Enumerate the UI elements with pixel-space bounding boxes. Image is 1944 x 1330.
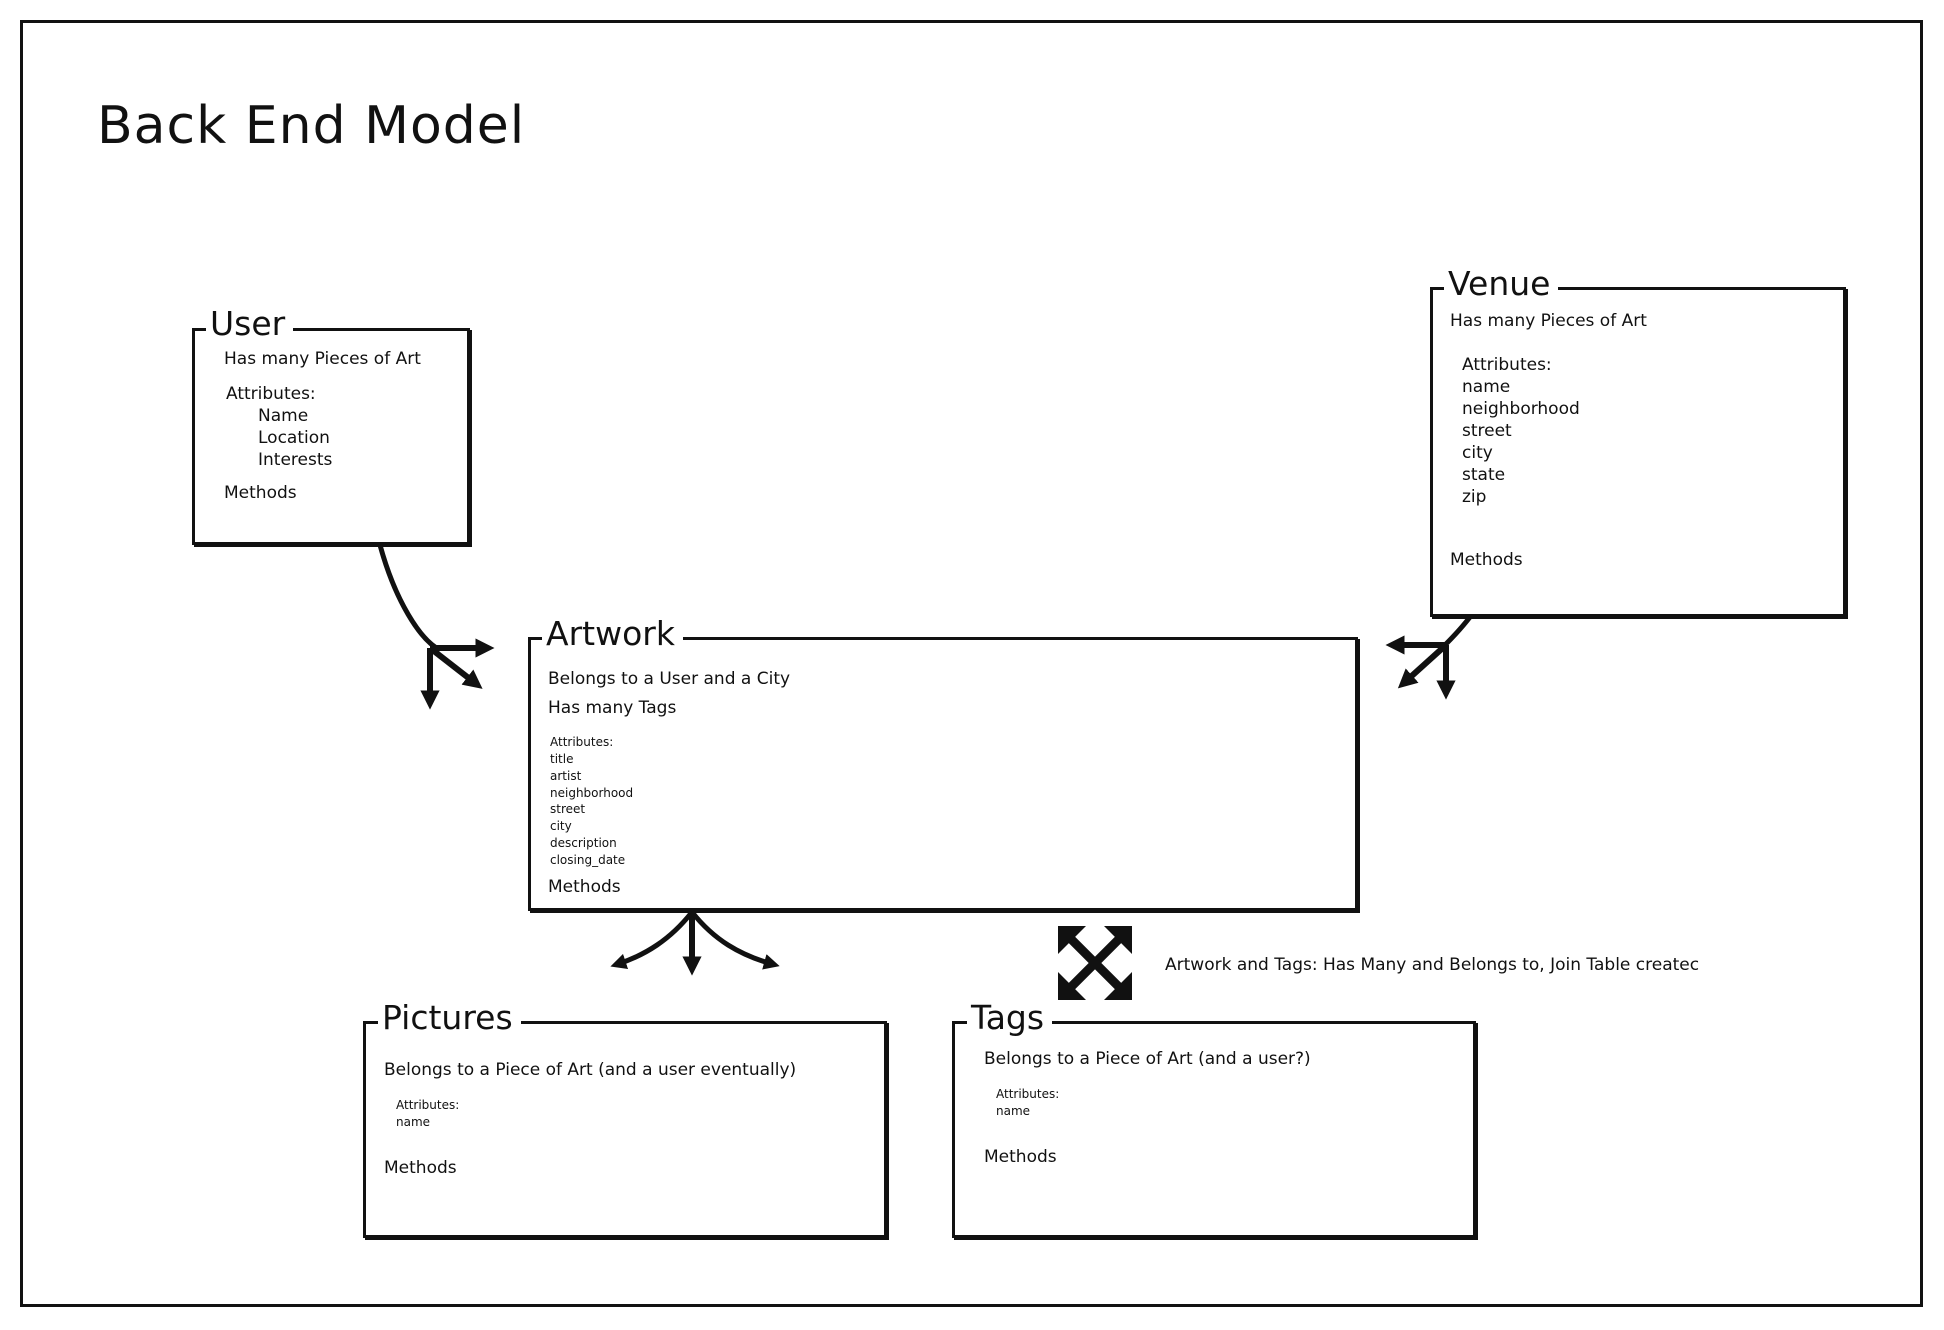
user-attribute: Location xyxy=(258,428,330,448)
venue-to-artwork-arrow xyxy=(1443,615,1472,647)
artwork-relation: Belongs to a User and a City xyxy=(548,669,791,689)
venue-attribute: city xyxy=(1462,443,1493,463)
tags-attribute: name xyxy=(996,1104,1031,1118)
user-box-title: User xyxy=(206,306,294,342)
artwork-attribute: artist xyxy=(550,768,582,783)
user-attribute: Interests xyxy=(258,450,333,470)
artwork-attribute: street xyxy=(550,802,586,817)
artwork-methods-label: Methods xyxy=(548,877,621,897)
artwork-box-title: Artwork xyxy=(542,616,683,652)
pictures-methods-label: Methods xyxy=(384,1158,457,1178)
tags-box-title: Tags xyxy=(967,1000,1053,1036)
venue-box-title: Venue xyxy=(1444,266,1559,302)
venue-attribute: street xyxy=(1462,421,1512,441)
venue-methods-label: Methods xyxy=(1450,550,1523,570)
user-relation: Has many Pieces of Art xyxy=(224,349,421,369)
venue-attributes-label: Attributes: xyxy=(1462,355,1552,375)
user-methods-label: Methods xyxy=(224,483,297,503)
user-box xyxy=(192,328,470,545)
artwork-attribute: closing_date xyxy=(550,852,626,867)
branch-arrow-icon xyxy=(1385,635,1456,700)
user-attribute: Name xyxy=(258,406,309,426)
artwork-attribute: city xyxy=(550,819,572,834)
venue-box xyxy=(1430,287,1846,617)
tags-box xyxy=(952,1021,1476,1238)
three-way-arrow-icon xyxy=(610,910,780,976)
pictures-box-title: Pictures xyxy=(378,1000,521,1036)
venue-attribute: neighborhood xyxy=(1462,399,1580,419)
venue-attribute: name xyxy=(1462,377,1511,397)
join-table-note: Artwork and Tags: Has Many and Belongs t… xyxy=(1165,955,1700,975)
artwork-attribute: description xyxy=(550,835,617,850)
venue-attribute: state xyxy=(1462,465,1506,485)
pictures-box xyxy=(363,1021,887,1238)
expand-arrows-icon xyxy=(1058,926,1132,1000)
pictures-attribute-list: name xyxy=(396,1114,430,1131)
artwork-box xyxy=(528,637,1358,911)
tags-methods-label: Methods xyxy=(984,1147,1057,1167)
venue-relation: Has many Pieces of Art xyxy=(1450,311,1647,331)
venue-attribute-list: name neighborhood street city state zip xyxy=(1462,376,1580,508)
artwork-attributes-label: Attributes: xyxy=(550,735,614,749)
tags-attributes-label: Attributes: xyxy=(996,1087,1060,1101)
pictures-attributes-label: Attributes: xyxy=(396,1098,460,1112)
artwork-attribute: neighborhood xyxy=(550,785,634,800)
page-title: Back End Model xyxy=(97,96,526,156)
artwork-relation-2: Has many Tags xyxy=(548,698,677,718)
venue-attribute: zip xyxy=(1462,487,1487,507)
artwork-attribute-list: title artist neighborhood street city de… xyxy=(550,751,633,869)
pictures-relation: Belongs to a Piece of Art (and a user ev… xyxy=(384,1060,797,1080)
user-attributes-label: Attributes: xyxy=(226,384,316,404)
tags-attribute-list: name xyxy=(996,1103,1030,1120)
branch-arrow-icon xyxy=(420,638,495,710)
tags-relation: Belongs to a Piece of Art (and a user?) xyxy=(984,1049,1311,1069)
user-attribute-list: Name Location Interests xyxy=(258,405,332,471)
artwork-attribute: title xyxy=(550,752,574,766)
pictures-attribute: name xyxy=(396,1115,431,1129)
user-to-artwork-arrow xyxy=(377,544,442,653)
